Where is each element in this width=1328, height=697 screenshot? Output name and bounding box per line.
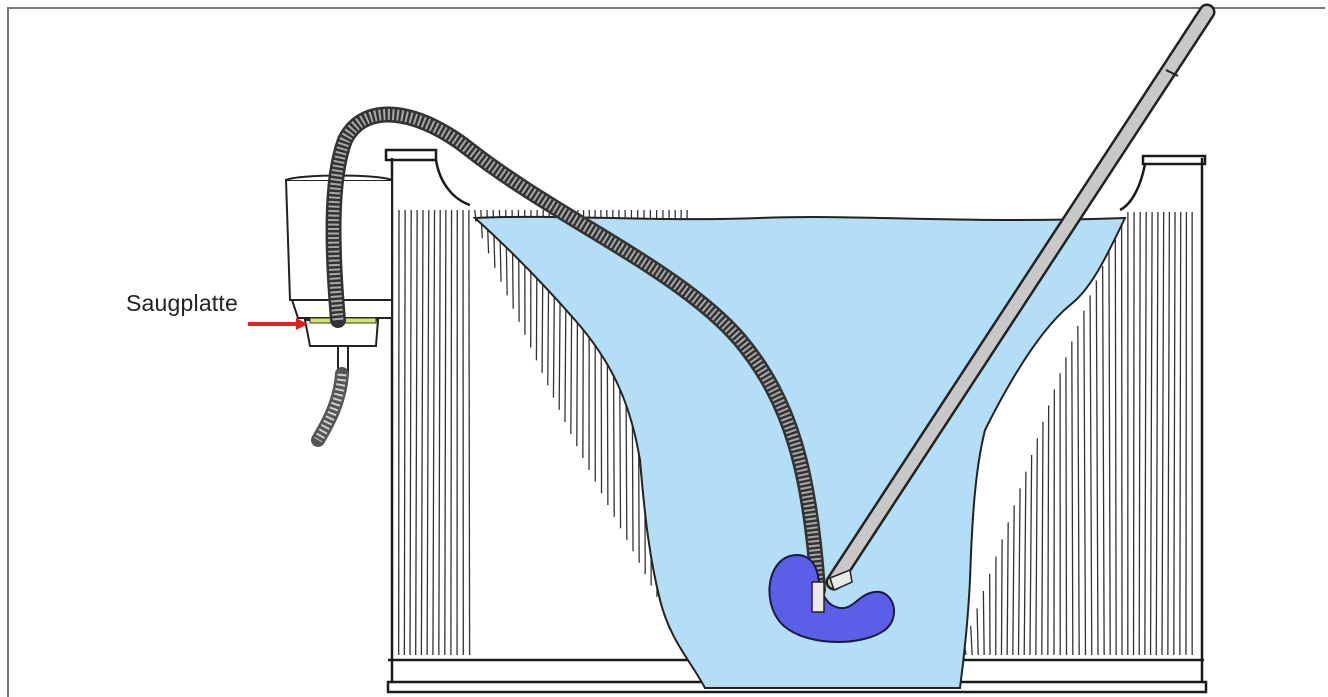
wall-hatch-line — [1013, 505, 1014, 655]
wall-hatch-line — [1001, 539, 1002, 655]
wall-hatch-line — [1168, 212, 1170, 655]
wall-hatch-line — [416, 210, 417, 655]
wall-hatch-line — [977, 608, 978, 655]
wall-hatch-line — [1180, 212, 1181, 655]
wall-hatch-line — [1030, 455, 1032, 655]
wall-hatch-line — [1156, 212, 1158, 655]
wall-hatch-line — [410, 210, 411, 655]
wall-hatch-line — [1024, 472, 1026, 655]
wall-hatch-line — [421, 210, 423, 655]
wall-hatch-line — [404, 210, 405, 655]
wall-hatch-line — [983, 591, 984, 655]
wall-hatch-line — [1145, 212, 1146, 655]
annotation-arrow-icon — [248, 318, 308, 330]
wall-hatch-line — [1036, 438, 1037, 655]
wall-hatch-line — [1007, 522, 1008, 655]
wall-hatch-line — [1162, 212, 1164, 655]
wall-hatch-line — [1090, 295, 1092, 655]
wall-hatch-line — [433, 210, 435, 655]
wall-hatch-line — [1072, 342, 1073, 655]
wall-hatch-line — [1139, 212, 1140, 655]
wall-hatch-line — [1134, 212, 1135, 655]
wall-hatch-line — [451, 210, 452, 655]
wall-hatch-line — [1066, 357, 1067, 655]
wall-hatch-line — [469, 210, 470, 655]
wall-hatch-line — [971, 626, 972, 655]
wall-hatch-line — [1151, 212, 1153, 655]
wall-hatch-line — [1078, 326, 1079, 655]
wall-hatch-line — [427, 210, 429, 655]
wall-hatch-line — [1048, 406, 1049, 655]
wall-hatch-line — [439, 210, 440, 655]
wall-hatch-line — [1042, 422, 1043, 655]
wall-hatch-line — [445, 210, 446, 655]
wall-hatch-line — [1174, 212, 1175, 655]
wall-hatch-line — [1018, 488, 1020, 655]
wall-hatch-line — [1109, 252, 1110, 655]
wall-hatch-line — [1096, 281, 1098, 655]
suction-plate-label: Saugplatte — [126, 290, 238, 317]
wall-hatch-line — [1115, 238, 1116, 655]
wall-hatch-line — [1103, 266, 1105, 655]
wall-hatch-line — [1084, 311, 1086, 655]
